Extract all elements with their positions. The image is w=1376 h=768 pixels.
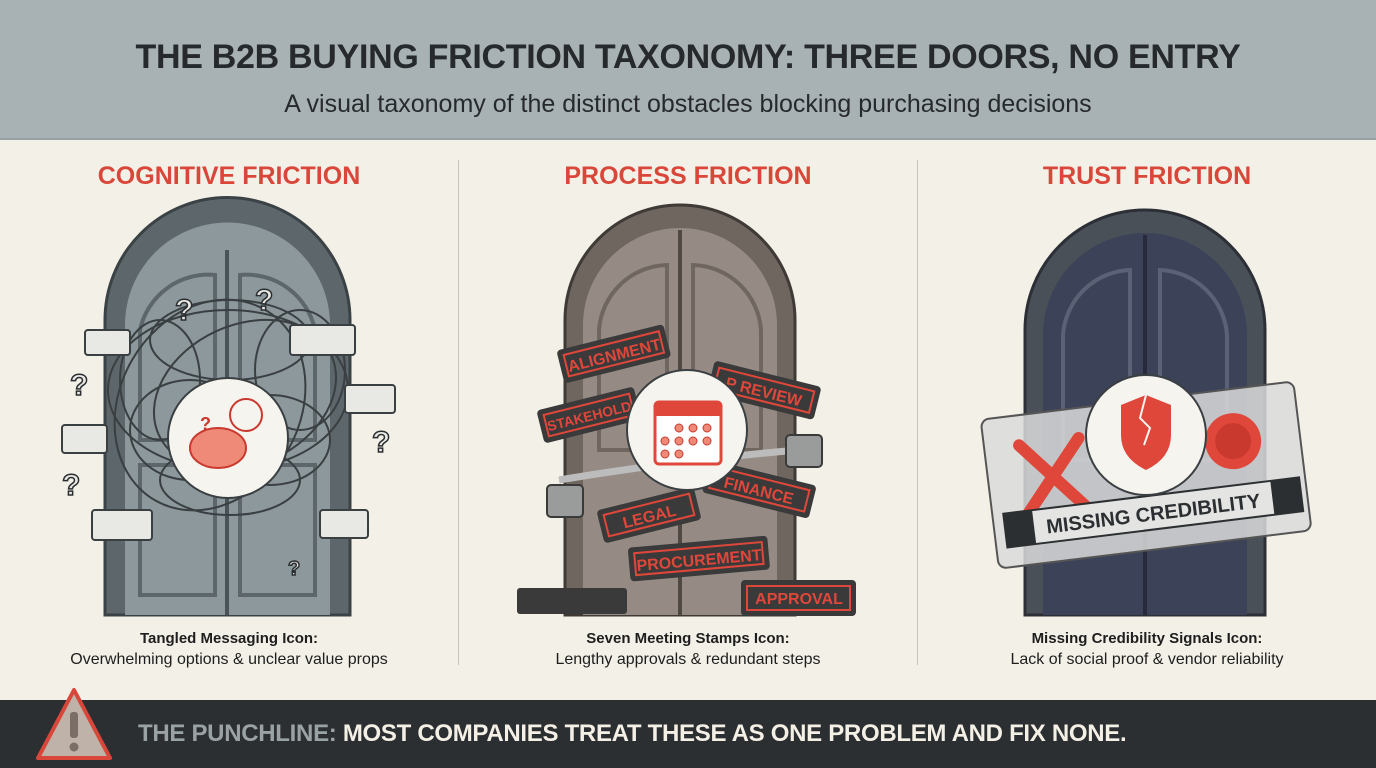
- svg-text:?: ?: [255, 284, 273, 317]
- tangled-door-illustration: ??? ??? ?: [61, 196, 396, 617]
- tangled-brain-icon: ?: [167, 377, 289, 499]
- page-title: THE B2B BUYING FRICTION TAXONOMY: THREE …: [135, 38, 1241, 76]
- caption-title: Missing Credibility Signals Icon:: [1031, 630, 1263, 647]
- stamp-label: APPROVAL: [755, 591, 843, 608]
- calendar-icon: [626, 369, 748, 491]
- punchline: THE PUNCHLINE: MOST COMPANIES TREAT THES…: [138, 720, 1127, 748]
- column-heading: COGNITIVE FRICTION: [97, 162, 361, 190]
- svg-text:?: ?: [372, 426, 390, 459]
- column-cognitive-friction: COGNITIVE FRICTION ??? ???: [0, 150, 458, 690]
- warning-icon: [36, 688, 112, 760]
- padlock-icon: [546, 434, 823, 518]
- caption: Tangled Messaging Icon: Overwhelming opt…: [0, 630, 458, 669]
- caption-text: Lack of social proof & vendor reliabilit…: [1010, 651, 1284, 668]
- punchline-text: MOST COMPANIES TREAT THESE AS ONE PROBLE…: [336, 720, 1127, 747]
- speech-bubble-icon: [61, 324, 396, 541]
- column-divider: [917, 160, 918, 665]
- svg-text:?: ?: [200, 414, 211, 434]
- page-subtitle: A visual taxonomy of the distinct obstac…: [284, 90, 1092, 118]
- caption-title: Tangled Messaging Icon:: [139, 630, 319, 647]
- svg-text:?: ?: [288, 558, 300, 580]
- header: THE B2B BUYING FRICTION TAXONOMY: THREE …: [0, 0, 1376, 140]
- sealed-door-illustration: MISSING CREDIBILITY: [980, 208, 1312, 617]
- column-process-friction: PROCESS FRICTION ALIGNMENT STAKEHOLD P R…: [459, 150, 917, 690]
- caption: Seven Meeting Stamps Icon: Lengthy appro…: [459, 630, 917, 669]
- caption-text: Lengthy approvals & redundant steps: [555, 651, 821, 668]
- svg-text:?: ?: [62, 469, 80, 502]
- caption-text: Overwhelming options & unclear value pro…: [70, 651, 388, 668]
- column-heading: PROCESS FRICTION: [564, 162, 812, 190]
- award-ribbon-icon: [1205, 413, 1262, 470]
- broken-shield-handshake-icon: [1085, 374, 1207, 496]
- stamps: ALIGNMENT STAKEHOLD P REVIEW FINANCE LEG…: [517, 324, 856, 616]
- svg-text:?: ?: [70, 369, 88, 402]
- caption: Missing Credibility Signals Icon: Lack o…: [918, 630, 1376, 669]
- x-mark-icon: [1013, 431, 1094, 521]
- column-heading: TRUST FRICTION: [1042, 162, 1252, 190]
- question-mark-icon: ??? ???: [61, 283, 391, 581]
- caption-title: Seven Meeting Stamps Icon:: [586, 630, 790, 647]
- svg-text:?: ?: [175, 294, 193, 327]
- column-trust-friction: TRUST FRICTION MISSING CREDIBILITY Missi…: [918, 150, 1376, 690]
- column-divider: [458, 160, 459, 665]
- punchline-footer: THE PUNCHLINE: MOST COMPANIES TREAT THES…: [0, 688, 1376, 768]
- stamped-door-illustration: ALIGNMENT STAKEHOLD P REVIEW FINANCE LEG…: [517, 203, 856, 617]
- punchline-label: THE PUNCHLINE:: [138, 720, 337, 747]
